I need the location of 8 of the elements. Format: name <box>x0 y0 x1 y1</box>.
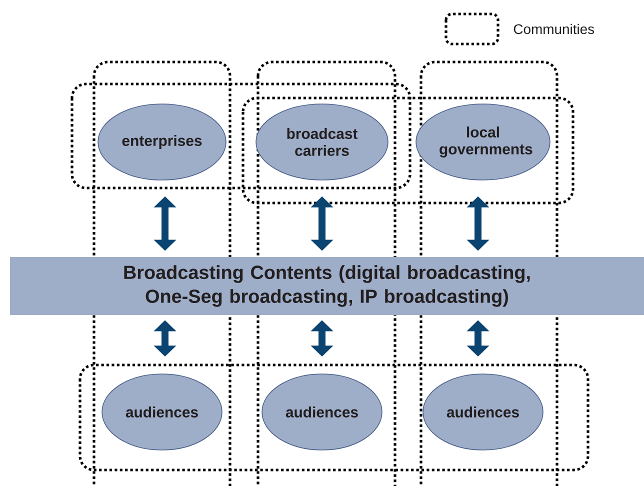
legend-label: Communities <box>514 24 594 34</box>
content-band: Broadcasting Contents (digital broadcasting, One-Seg broadcasting, IP broadcasting) <box>10 257 644 315</box>
ellipse-node: audiences <box>422 374 544 450</box>
ellipse-node: broadcast carriers <box>256 104 388 180</box>
ellipse-node: audiences <box>102 374 222 450</box>
ellipse-node: enterprises <box>98 104 226 180</box>
ellipse-node: audiences <box>262 374 382 450</box>
ellipse-node: local governments <box>416 104 550 180</box>
